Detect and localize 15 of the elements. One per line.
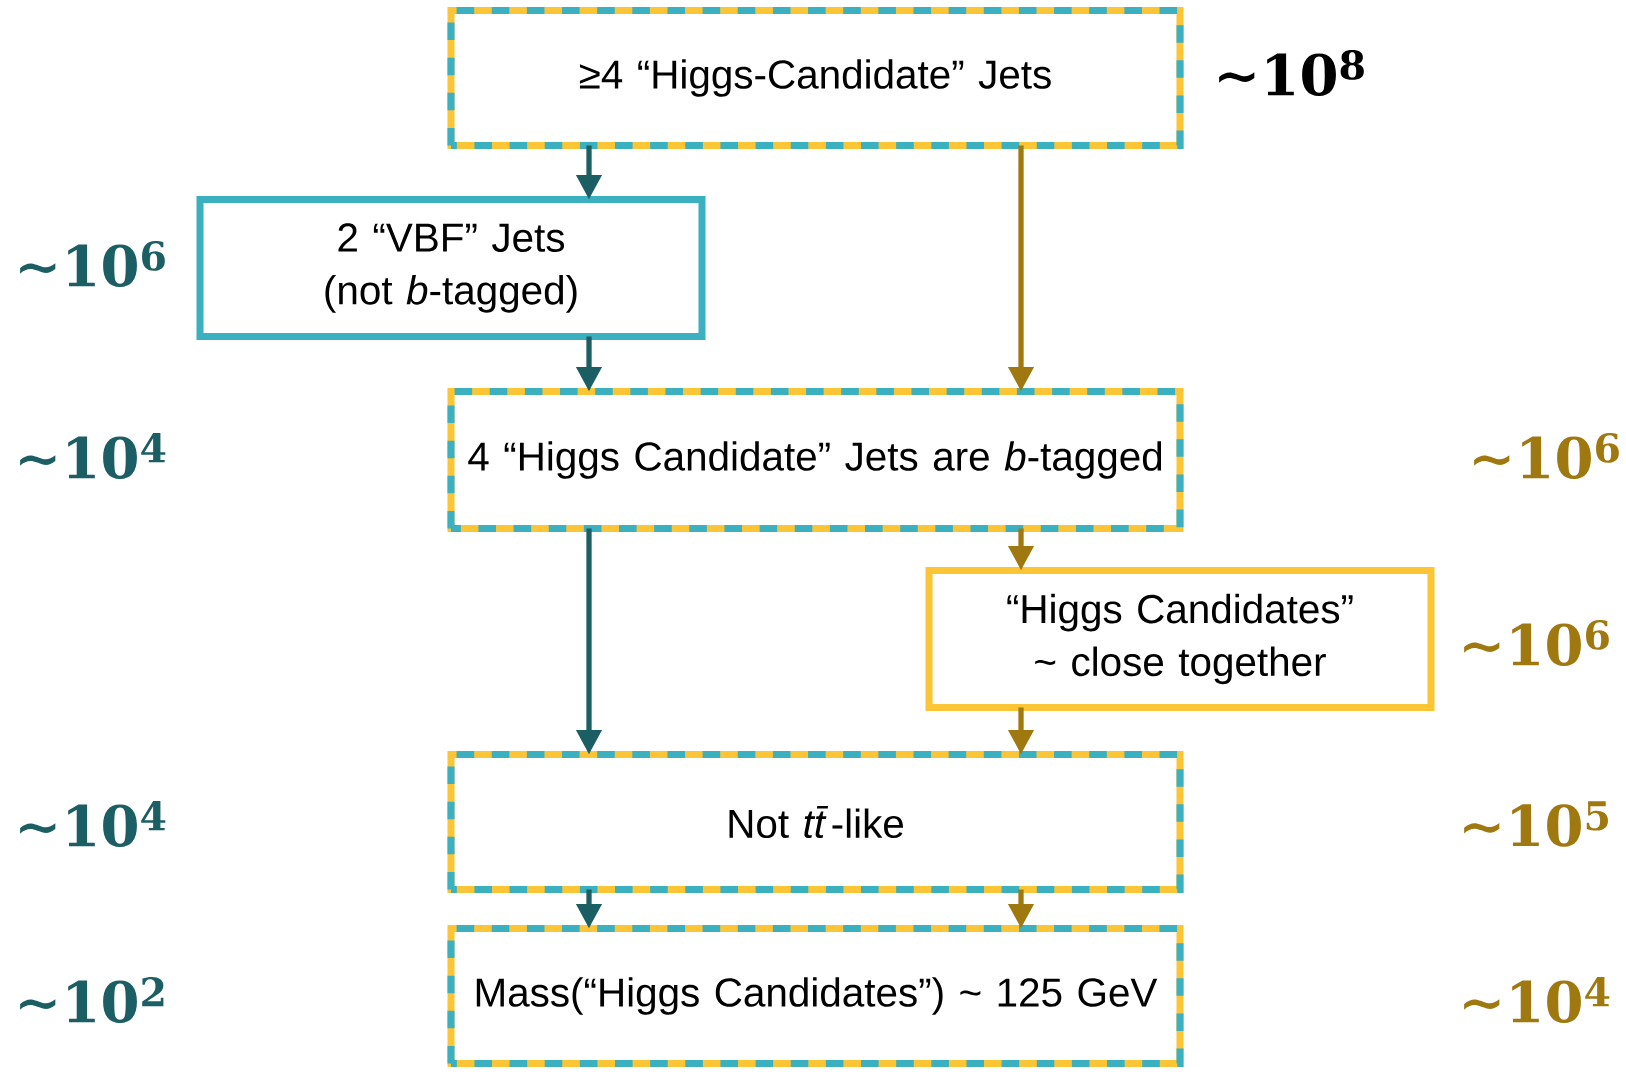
flow-box: “Higgs Candidates” ~ close together xyxy=(925,567,1435,711)
flow-box: Mass(“Higgs Candidates”) ~ 125 GeV xyxy=(447,925,1184,1067)
flow-box: 4 “Higgs Candidate” Jets are b-tagged xyxy=(447,388,1184,532)
count-label: ∼10$^{4}$ xyxy=(20,433,166,479)
count-label: ∼10$^{6}$ xyxy=(20,241,165,287)
count-label: ∼10$^{5}$ xyxy=(1464,801,1608,847)
flow-box: Not tt̄-like xyxy=(447,751,1184,893)
flow-box: ≥4 “Higgs-Candidate” Jets xyxy=(447,7,1184,149)
count-label: ∼10$^{4}$ xyxy=(20,801,166,847)
count-label: ∼10$^{6}$ xyxy=(1474,433,1619,479)
count-label: ∼10$^{8}$ xyxy=(1219,50,1364,96)
count-label: ∼10$^{4}$ xyxy=(1464,977,1610,1023)
count-label: ∼10$^{2}$ xyxy=(20,977,164,1023)
count-label: ∼10$^{6}$ xyxy=(1464,620,1609,666)
flow-box: 2 “VBF” Jets (not b-tagged) xyxy=(196,196,706,340)
